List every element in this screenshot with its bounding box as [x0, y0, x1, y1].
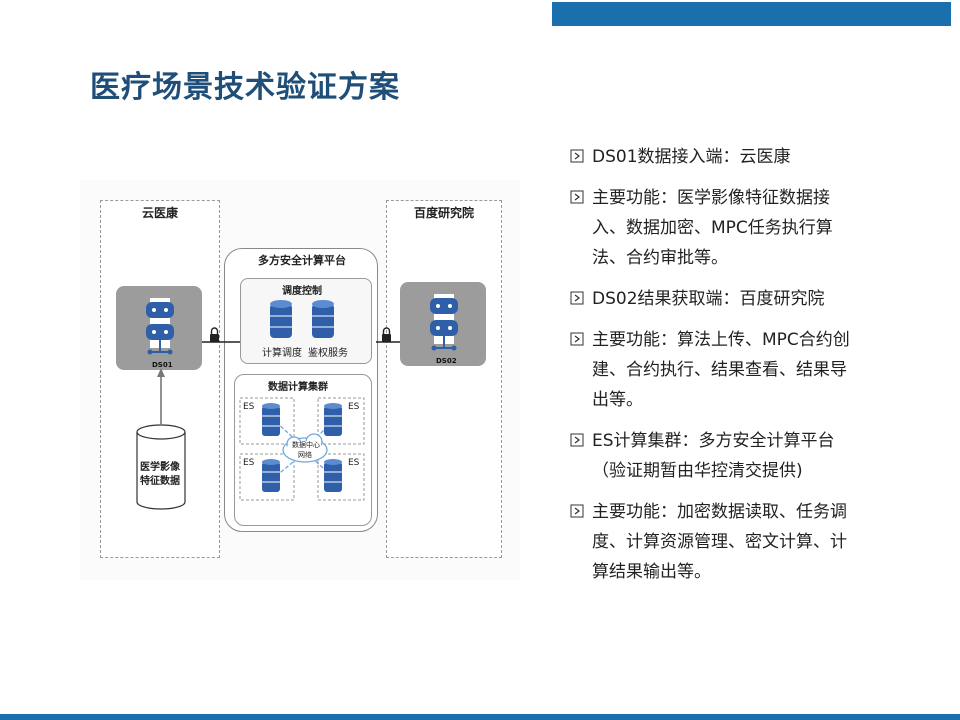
bullet-item: 主要功能：算法上传、MPC合约创建、合约执行、结果查看、结果导出等。 — [570, 325, 860, 415]
server-icon-ds01 — [146, 298, 174, 355]
bullet-text: DS01数据接入端：云医康 — [592, 147, 791, 167]
diagram-graphics — [146, 294, 458, 501]
bullet-text: 主要功能：加密数据读取、任务调度、计算资源管理、密文计算、计算结果输出等。 — [592, 502, 847, 582]
bullet-item: 主要功能：加密数据读取、任务调度、计算资源管理、密文计算、计算结果输出等。 — [570, 497, 860, 587]
bullet-item: 主要功能：医学影像特征数据接入、数据加密、MPC任务执行算法、合约审批等。 — [570, 183, 860, 273]
es-label-2: ES — [348, 402, 360, 412]
database-icon-es-1 — [262, 403, 280, 436]
network-label-2: 网络 — [298, 451, 312, 459]
dispatch-control-box — [240, 278, 372, 364]
bullet-item: DS01数据接入端：云医康 — [570, 142, 860, 172]
bullet-text: DS02结果获取端：百度研究院 — [592, 289, 825, 309]
bullet-text: 主要功能：算法上传、MPC合约创建、合约执行、结果查看、结果导出等。 — [592, 330, 850, 410]
es-label-4: ES — [348, 458, 360, 468]
bullet-arrow-icon — [570, 332, 584, 346]
network-label-1: 数据中心 — [292, 441, 320, 449]
bullet-item: DS02结果获取端：百度研究院 — [570, 284, 860, 314]
architecture-diagram: 云医康 百度研究院 多方安全计算平台 调度控制 数据计算集群 DS01 DS02… — [80, 180, 520, 580]
bottom-accent-bar — [0, 714, 960, 720]
database-icon-es-4 — [324, 459, 342, 492]
bullet-text: ES计算集群：多方安全计算平台（验证期暂由华控清交提供) — [592, 431, 835, 481]
database-label-2: 特征数据 — [140, 476, 180, 487]
bullet-list: DS01数据接入端：云医康 主要功能：医学影像特征数据接入、数据加密、MPC任务… — [570, 142, 860, 598]
bullet-arrow-icon — [570, 291, 584, 305]
lock-icon-left — [210, 327, 219, 342]
page-title: 医疗场景技术验证方案 — [90, 70, 400, 105]
database-icon-es-2 — [324, 403, 342, 436]
top-accent-bar — [552, 2, 951, 26]
ds01-label: DS01 — [152, 361, 173, 369]
network-cloud-icon — [282, 433, 328, 463]
es-label-3: ES — [243, 458, 255, 468]
database-icon-es-3 — [262, 459, 280, 492]
bullet-arrow-icon — [570, 433, 584, 447]
dispatch-left-label: 计算调度 — [262, 348, 302, 359]
server-icon-ds02 — [430, 294, 458, 351]
database-icon-scheduling — [270, 300, 292, 338]
bullet-arrow-icon — [570, 504, 584, 518]
mpc-platform-title: 多方安全计算平台 — [258, 254, 346, 267]
bullet-arrow-icon — [570, 190, 584, 204]
database-icon-auth — [312, 300, 334, 338]
bullet-item: ES计算集群：多方安全计算平台（验证期暂由华控清交提供) — [570, 426, 860, 486]
right-panel — [386, 200, 502, 558]
dispatch-control-title: 调度控制 — [282, 286, 322, 297]
right-panel-title: 百度研究院 — [414, 206, 475, 220]
database-cylinder — [136, 424, 186, 510]
compute-cluster-title: 数据计算集群 — [268, 382, 328, 393]
dispatch-right-label: 鉴权服务 — [308, 348, 348, 359]
bullet-arrow-icon — [570, 149, 584, 163]
lock-icon-right — [382, 327, 391, 342]
database-label-1: 医学影像 — [140, 462, 180, 473]
bullet-text: 主要功能：医学影像特征数据接入、数据加密、MPC任务执行算法、合约审批等。 — [592, 188, 833, 268]
left-panel-title: 云医康 — [142, 206, 179, 220]
ds02-label: DS02 — [436, 357, 457, 365]
es-label-1: ES — [243, 402, 255, 412]
